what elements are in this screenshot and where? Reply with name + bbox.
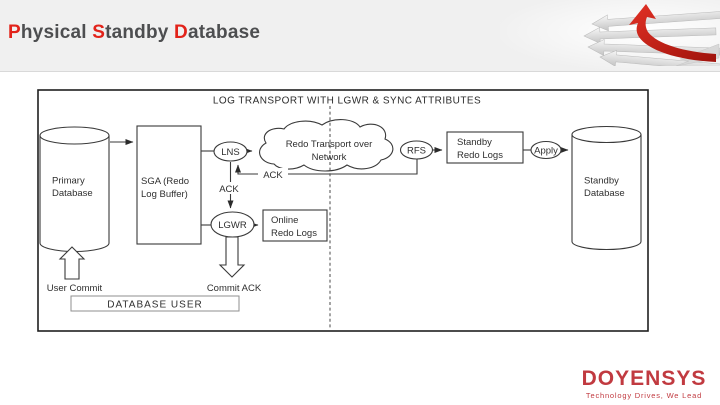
title-accent-letter: S	[92, 22, 106, 43]
sga-node: SGA (Redo Log Buffer)	[136, 125, 202, 245]
title-accent-letter: D	[174, 22, 188, 43]
commit-ack-label: Commit ACK	[207, 283, 262, 294]
apply-label: Apply	[534, 146, 558, 157]
title-accent-letter: P	[8, 22, 21, 43]
online-redo-logs-label: Redo Logs	[271, 228, 317, 239]
ack-text: ACK	[263, 170, 283, 181]
cloud-label: Redo Transport over	[286, 139, 373, 150]
title-text: atabase	[187, 22, 261, 43]
arrows-graphic	[583, 4, 720, 66]
ack-return-line	[235, 159, 418, 175]
apply-node: Apply	[530, 140, 562, 160]
user-commit-arrow-icon	[58, 246, 86, 280]
lns-node: LNS	[213, 141, 248, 162]
ack-text: ACK	[219, 184, 239, 195]
lns-label: LNS	[221, 147, 239, 158]
primary-database-node: Primary Database	[39, 126, 110, 253]
page-title: Physical Standby Database	[8, 22, 260, 44]
online-redo-logs-node: Online Redo Logs	[262, 209, 328, 242]
primary-database-label: Database	[52, 188, 93, 199]
logo-tagline: Technology Drives, We Lead	[585, 391, 703, 400]
standby-redo-logs-label: Redo Logs	[457, 150, 503, 161]
rfs-label: RFS	[407, 146, 426, 157]
diagram-title: LOG TRANSPORT WITH LGWR & SYNC ATTRIBUTE…	[213, 96, 481, 107]
cloud-label: Network	[312, 152, 347, 163]
standby-architecture-diagram: LOG TRANSPORT WITH LGWR & SYNC ATTRIBUTE…	[37, 89, 649, 332]
lgwr-label: LGWR	[218, 220, 247, 231]
database-user-node: DATABASE USER	[70, 295, 240, 312]
commit-ack-arrow-icon	[218, 236, 246, 278]
standby-redo-logs-node: Standby Redo Logs	[446, 131, 524, 164]
redo-transport-cloud: Redo Transport over Network	[259, 119, 394, 172]
logo-wordmark: DOYENSYS	[581, 367, 707, 390]
doyensys-logo: DOYENSYS Technology Drives, We Lead	[570, 368, 718, 400]
user-commit-label: User Commit	[47, 283, 103, 294]
standby-database-node: Standby Database	[571, 125, 642, 251]
standby-database-label: Standby	[584, 176, 619, 187]
ack-down-label: ACK	[215, 182, 245, 195]
standby-database-label: Database	[584, 188, 625, 199]
database-user-label: DATABASE USER	[107, 300, 202, 311]
primary-database-label: Primary	[52, 176, 85, 187]
lgwr-node: LGWR	[210, 211, 255, 238]
online-redo-logs-label: Online	[271, 215, 298, 226]
standby-redo-logs-label: Standby	[457, 137, 492, 148]
ack-return-label: ACK	[258, 168, 288, 181]
diagram-connectors	[110, 139, 569, 228]
title-text: tandby	[105, 22, 175, 43]
rfs-node: RFS	[399, 140, 434, 160]
sga-label: Log Buffer)	[141, 189, 188, 200]
sga-label: SGA (Redo	[141, 176, 189, 187]
title-text: hysical	[20, 22, 93, 43]
red-arrow-icon	[629, 4, 716, 62]
